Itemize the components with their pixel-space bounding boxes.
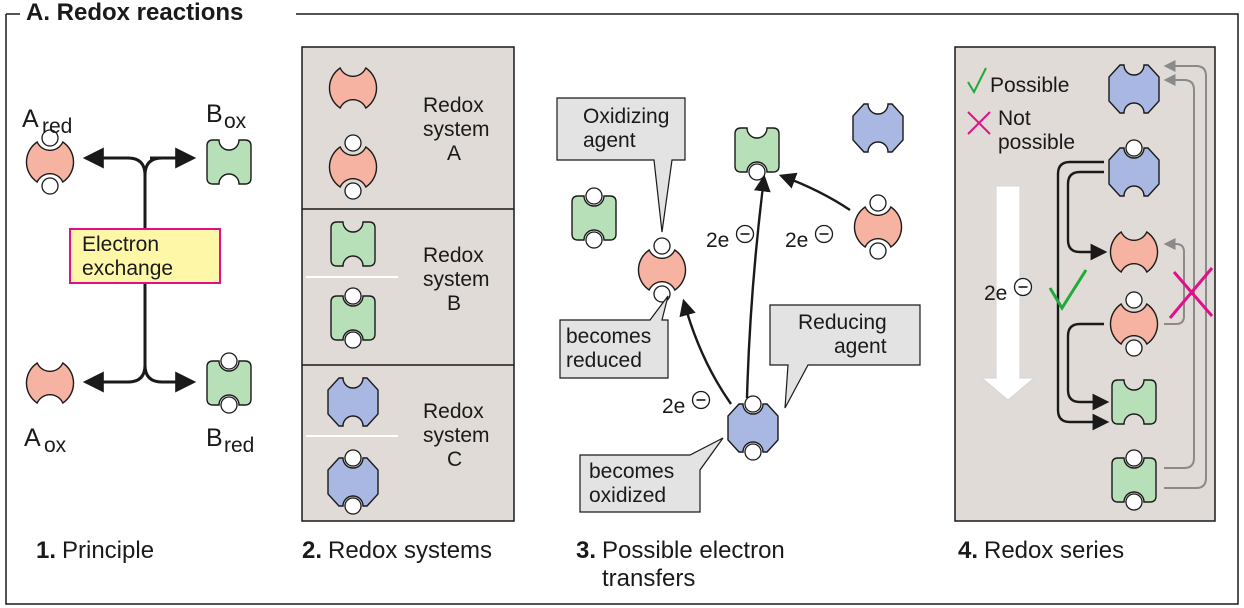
- system-a-line3: A: [447, 142, 461, 165]
- legend-not-line2: possible: [998, 131, 1075, 154]
- reduced-line2: reduced: [566, 349, 642, 372]
- caption-1: Principle: [62, 537, 154, 564]
- impossible-cross: [1168, 267, 1214, 319]
- blue-molecule-top-right: [852, 103, 904, 153]
- electron-flow-arrow: [980, 185, 1036, 401]
- caption-3-line1: Possible electron: [602, 537, 785, 564]
- reducing-agent-callout: [769, 304, 921, 409]
- electron-symbol-middle: [735, 224, 755, 244]
- a-red-subscript: red: [42, 115, 72, 138]
- reducing-line2: agent: [834, 335, 887, 358]
- a-ox-subscript: ox: [44, 434, 67, 457]
- b-red-subscript: red: [224, 434, 254, 457]
- caption-3-line2: transfers: [602, 565, 695, 592]
- a-red-label: A: [22, 105, 39, 133]
- b-ox-subscript: ox: [224, 110, 247, 133]
- panel-electron-transfers: Oxidizing agent becomes reduced Reducing…: [556, 97, 921, 592]
- electron-exchange-box: [69, 228, 221, 284]
- possible-checkmark: [1048, 269, 1088, 311]
- oxidized-line2: oxidized: [589, 484, 666, 507]
- panel-principle: A red B ox A ox B red Electron exchang: [22, 100, 254, 564]
- oxidizing-line2: agent: [583, 129, 636, 152]
- a-ox-molecule: [25, 362, 75, 404]
- electron-label-middle: 2e: [706, 229, 729, 252]
- green-molecule-left: [571, 187, 617, 249]
- b-ox-label: B: [206, 100, 223, 128]
- figure-title: A. Redox reactions: [26, 0, 243, 26]
- reduced-line1: becomes: [566, 325, 651, 348]
- salmon-molecule-right: [853, 194, 903, 260]
- reducing-line1: Reducing: [798, 311, 887, 334]
- salmon-oxidizing-agent: [637, 237, 687, 303]
- caption-4-number: 4.: [958, 537, 978, 564]
- becomes-oxidized-callout: [579, 437, 724, 513]
- oxidizing-line1: Oxidizing: [583, 105, 669, 128]
- system-c-line1: Redox: [423, 400, 484, 423]
- exchange-label-line2: exchange: [82, 257, 173, 280]
- legend-possible: Possible: [990, 74, 1069, 97]
- series-electron-label: 2e: [984, 282, 1007, 305]
- exchange-label-line1: Electron: [82, 233, 159, 256]
- electron-label-bottom: 2e: [662, 395, 685, 418]
- check-icon: [967, 67, 987, 95]
- b-red-label: B: [206, 424, 223, 452]
- series-green-reduced: [1111, 449, 1157, 511]
- system-c-line3: C: [447, 448, 462, 471]
- series-electron-symbol: [1013, 277, 1033, 297]
- b-red-molecule: [206, 352, 252, 414]
- caption-1-number: 1.: [36, 537, 56, 564]
- a-ox-label: A: [24, 424, 41, 452]
- cross-icon: [967, 111, 991, 135]
- system-b-line3: B: [447, 292, 461, 315]
- system-b-line2: system: [423, 268, 490, 291]
- system-b-reduced: [330, 287, 376, 349]
- b-ox-molecule: [206, 139, 252, 185]
- transfer-arrows: [679, 172, 851, 405]
- figure-frame: [5, 13, 1239, 605]
- blue-reducing-agent: [727, 395, 779, 461]
- electron-symbol-bottom: [691, 390, 711, 410]
- system-a-line1: Redox: [423, 94, 484, 117]
- becomes-reduced-callout: [559, 295, 669, 379]
- system-b-line1: Redox: [423, 244, 484, 267]
- electron-label-right: 2e: [785, 229, 808, 252]
- a-red-molecule: [25, 129, 75, 195]
- electron-symbol-right: [814, 224, 834, 244]
- system-a-line2: system: [423, 118, 490, 141]
- possible-arrows: [1056, 160, 1110, 431]
- system-c-line2: system: [423, 424, 490, 447]
- green-acceptor-top: [734, 127, 780, 181]
- oxidizing-agent-callout: [556, 97, 686, 233]
- oxidized-line1: becomes: [589, 460, 674, 483]
- panel-redox-systems: Redox system A Redox system B Redox syst…: [301, 46, 515, 564]
- legend-not-line1: Not: [998, 107, 1031, 130]
- panel-redox-series: Possible Not possible 2e: [954, 46, 1216, 564]
- svg-text:A: A: [22, 105, 39, 133]
- caption-2: Redox systems: [328, 537, 492, 564]
- caption-2-number: 2.: [302, 537, 322, 564]
- caption-3-number: 3.: [576, 537, 596, 564]
- caption-4: Redox series: [984, 537, 1124, 564]
